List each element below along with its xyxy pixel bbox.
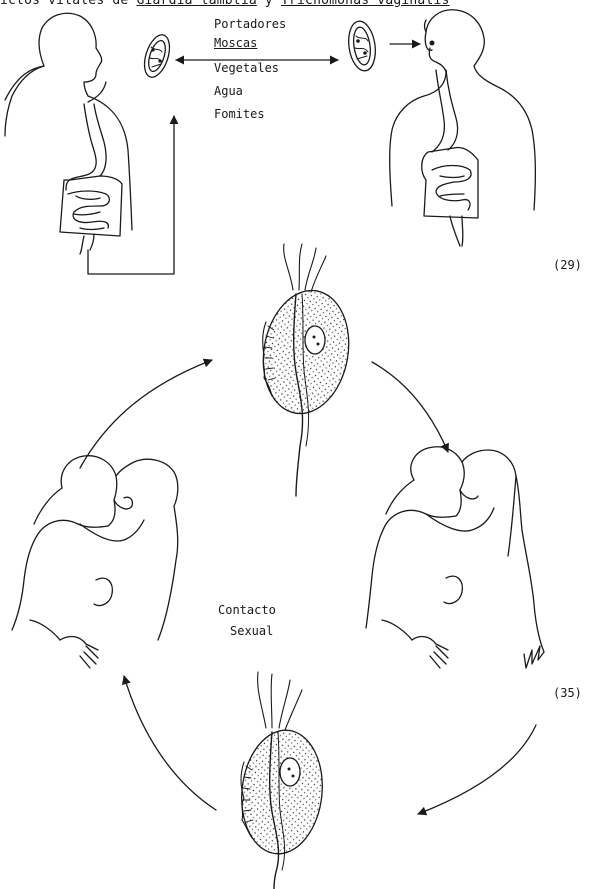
giardia-cyst-left — [140, 32, 175, 81]
cycle-arrow-upper-left — [80, 360, 212, 468]
route-water-label: Agua — [214, 84, 243, 98]
trichomonas-trophozoite-lower — [236, 672, 329, 889]
route-fomites-label: Fomites — [214, 107, 265, 121]
reference-29: (29) — [553, 258, 582, 272]
couple-left — [12, 456, 178, 668]
giardia-cyst-right — [346, 19, 379, 72]
couple-right — [366, 447, 544, 668]
route-vegetables-label: Vegetales — [214, 61, 279, 75]
giardia-cycle — [5, 10, 535, 274]
trichomonas-cycle — [12, 244, 544, 889]
trichomonas-trophozoite-upper — [254, 244, 358, 496]
human-figure-right — [390, 10, 536, 210]
reference-35: (35) — [553, 686, 582, 700]
cycle-arrow-upper-right — [372, 362, 448, 452]
digestive-tract-left — [60, 104, 122, 254]
route-carriers-label: Portadores — [214, 17, 286, 31]
contact-label-line2: Sexual — [230, 624, 273, 638]
contact-label-line1: Contacto — [218, 603, 276, 617]
cycle-arrow-lower-left — [124, 676, 216, 810]
route-flies-label: Moscas — [214, 36, 257, 50]
cycle-arrow-lower-right — [418, 725, 536, 814]
human-figure-left — [5, 13, 132, 230]
digestive-tract-right — [422, 70, 478, 246]
